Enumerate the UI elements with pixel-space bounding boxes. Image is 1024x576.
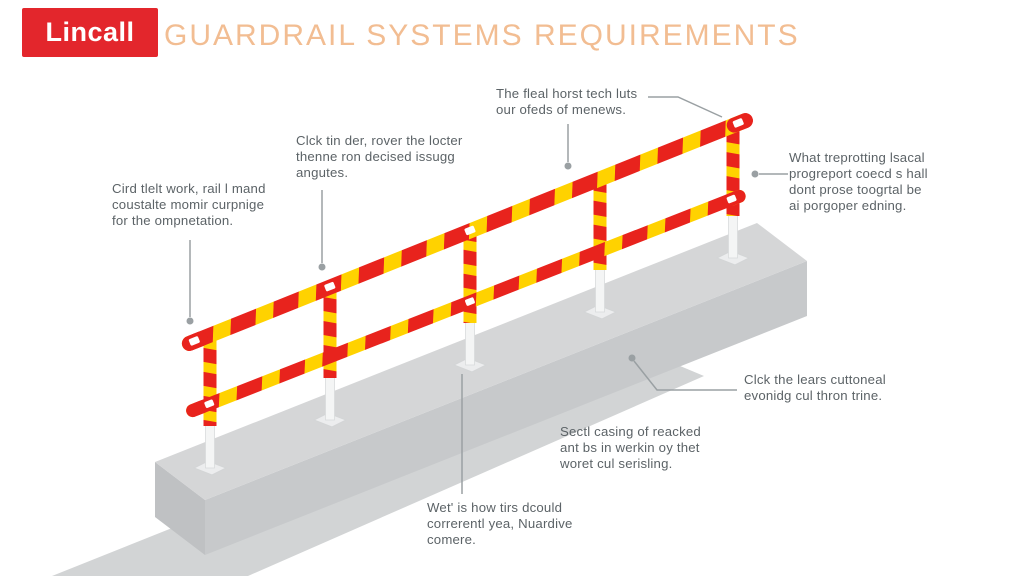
stub-post-4	[595, 268, 605, 313]
reflector-sticker	[204, 399, 215, 408]
stub-post-1	[205, 423, 215, 469]
reflector-sticker	[732, 118, 744, 128]
concrete-slab	[155, 223, 807, 555]
annotation-left-rail: Cird tlelt work, rail l mand coustalte m…	[112, 181, 266, 228]
annotation-curb: Clck the lears cuttoneal evonidg cul thr…	[744, 372, 886, 403]
top-rail	[181, 113, 753, 351]
mid-rail	[186, 189, 746, 418]
reflector-sticker	[465, 297, 475, 306]
annotation-base: Wet' is how tirs dcould correrentl yea, …	[427, 500, 573, 547]
page-title: GUARDRAIL SYSTEMS REQUIREMENTS	[164, 19, 800, 52]
slab-top-face	[155, 223, 807, 500]
annotation-angles: Clck tin der, rover the locter thenne ro…	[296, 133, 463, 180]
leader-dots	[186, 162, 759, 362]
leader-dot-right	[751, 170, 759, 178]
annotation-right-post: What treprotting lsacal progreport coecd…	[789, 150, 928, 213]
annotation-casing: Sectl casing of reacked ant bs in werkin…	[560, 424, 701, 471]
stub-post-5	[728, 214, 738, 259]
leader-dot-angles	[318, 263, 326, 271]
reflector-sticker	[188, 336, 200, 346]
leader-dot-top	[564, 162, 572, 170]
slab-front-face	[205, 261, 807, 555]
reflector-sticker	[324, 281, 336, 292]
brand-logo: Lincall	[22, 8, 158, 57]
stub-post-2	[325, 376, 335, 421]
stub-post-3	[465, 321, 475, 366]
leader-dot-lears	[628, 354, 636, 362]
leader-dot-left	[186, 317, 194, 325]
reflector-sticker	[726, 194, 737, 204]
annotation-top-rail: The fleal horst tech luts our ofeds of m…	[496, 86, 638, 117]
leader-lines	[189, 96, 788, 494]
reflector-sticker	[464, 225, 476, 236]
leader-line-top-right	[648, 96, 723, 118]
slab-end-face	[155, 462, 205, 555]
brand-logo-text: Lincall	[45, 17, 135, 47]
stub-posts	[205, 214, 738, 469]
leader-line-lears	[633, 360, 737, 391]
